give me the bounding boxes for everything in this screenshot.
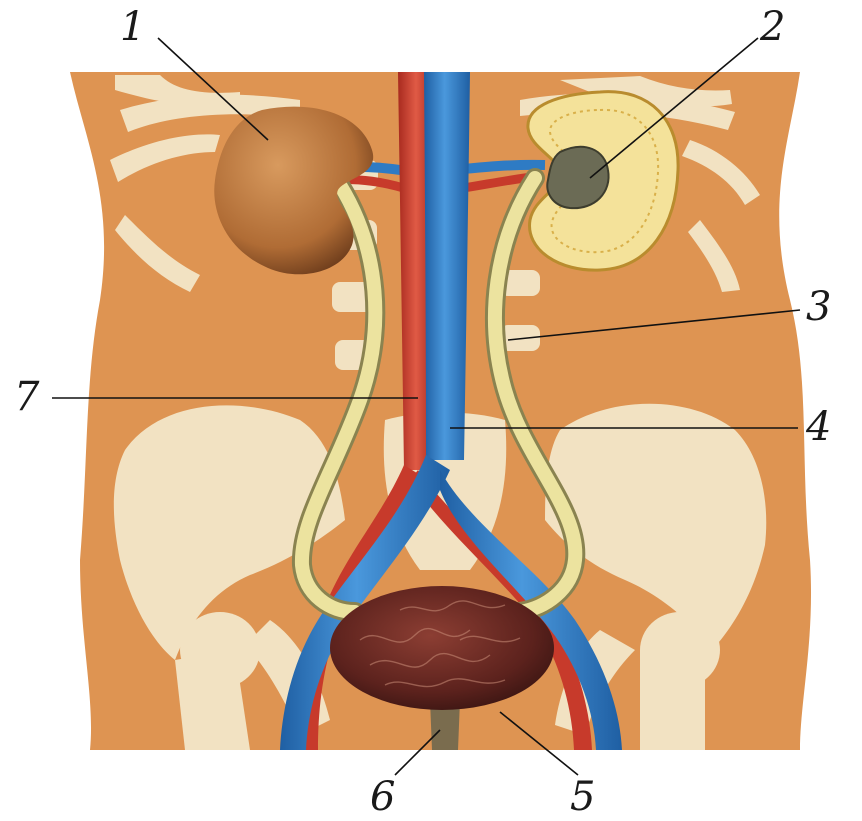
bladder-body bbox=[330, 586, 554, 710]
callout-6: 6 bbox=[370, 774, 395, 820]
renal-pelvis bbox=[547, 147, 608, 208]
callout-7: 7 bbox=[14, 374, 40, 420]
femur-right bbox=[640, 650, 705, 750]
callout-3: 3 bbox=[806, 284, 831, 330]
callout-5: 5 bbox=[570, 774, 595, 820]
callout-1: 1 bbox=[120, 4, 145, 50]
kidney-right bbox=[528, 92, 678, 270]
callout-2: 2 bbox=[759, 4, 785, 50]
vena-cava-trunk bbox=[424, 72, 470, 460]
callout-4: 4 bbox=[805, 404, 831, 450]
